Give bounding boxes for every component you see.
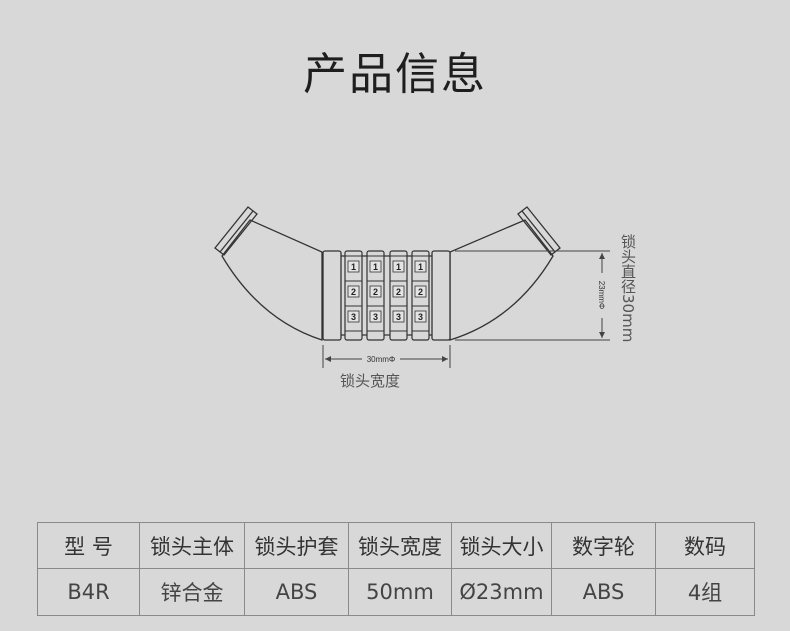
dial-number: 3 <box>396 312 401 322</box>
dial-number: 1 <box>396 262 401 272</box>
dimension-lines <box>322 250 610 368</box>
left-shackle-arm <box>221 219 323 341</box>
table-cell: 50mm <box>348 568 452 616</box>
table-header-cell: 锁头大小 <box>451 522 552 569</box>
dial-number: 2 <box>373 287 378 297</box>
dial-number: 3 <box>351 312 356 322</box>
table-header-cell: 数码 <box>655 522 755 569</box>
width-label: 锁头宽度 <box>340 372 401 390</box>
table-header-cell: 锁头主体 <box>139 522 245 569</box>
table-header-cell: 锁头宽度 <box>348 522 452 569</box>
dial-number: 3 <box>418 312 423 322</box>
table-cell: 4组 <box>655 568 755 616</box>
diameter-label: 锁头直径30mm <box>619 234 637 343</box>
dial-number: 1 <box>373 262 378 272</box>
table-header-cell: 型 号 <box>37 522 140 569</box>
dial-number: 2 <box>351 287 356 297</box>
right-body-block <box>431 250 451 341</box>
dial-number: 2 <box>396 287 401 297</box>
dial-number: 3 <box>373 312 378 322</box>
table-row: B4R 锌合金 ABS 50mm Ø23mm ABS 4组 <box>37 568 755 616</box>
lock-drawing <box>214 206 561 341</box>
table-cell: Ø23mm <box>451 568 552 616</box>
table-cell: 锌合金 <box>139 568 245 616</box>
dial-number: 1 <box>351 262 356 272</box>
dial-number: 2 <box>418 287 423 297</box>
table-header-cell: 数字轮 <box>551 522 656 569</box>
spec-table: 型 号 锁头主体 锁头护套 锁头宽度 锁头大小 数字轮 数码 B4R 锌合金 A… <box>37 522 755 616</box>
table-header-row: 型 号 锁头主体 锁头护套 锁头宽度 锁头大小 数字轮 数码 <box>37 522 755 569</box>
dial-number: 1 <box>418 262 423 272</box>
height-dimension-label: 23mmΦ <box>597 281 606 310</box>
table-cell: ABS <box>551 568 656 616</box>
left-body-block <box>322 250 342 341</box>
table-cell: ABS <box>244 568 349 616</box>
table-header-cell: 锁头护套 <box>244 522 349 569</box>
page-title: 产品信息 <box>303 49 487 100</box>
left-cap <box>214 206 258 256</box>
right-cap <box>517 206 561 256</box>
width-dimension-label: 30mmΦ <box>367 355 396 364</box>
table-cell: B4R <box>37 568 140 616</box>
